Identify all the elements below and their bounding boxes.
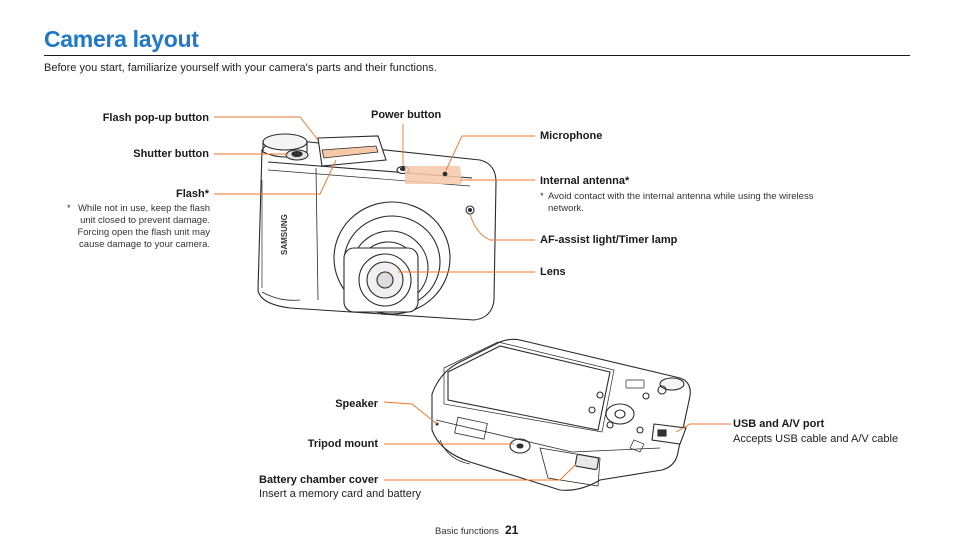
intro-text: Before you start, familiarize yourself w… (44, 62, 437, 74)
label-speaker: Speaker (335, 398, 378, 410)
label-microphone: Microphone (540, 130, 603, 142)
label-battery-chamber-cover: Battery chamber cover (259, 474, 379, 486)
callout-speaker (383, 401, 438, 425)
footer-page-number: 21 (505, 523, 519, 537)
label-af-assist-light: AF-assist light/Timer lamp (540, 234, 678, 246)
callout-battery-cover (384, 463, 577, 481)
antenna-note-marker: * (540, 191, 544, 202)
footer-section-name: Basic functions (435, 526, 499, 537)
flash-note-marker: * (67, 203, 71, 214)
label-flash: Flash* (175, 188, 209, 200)
label-power-button: Power button (371, 109, 442, 121)
callout-af-assist (469, 213, 535, 241)
label-flash-popup-button: Flash pop-up button (102, 112, 209, 124)
title-divider (44, 55, 910, 56)
callout-usb (675, 423, 731, 433)
antenna-note: Avoid contact with the internal antenna … (548, 191, 814, 214)
label-usb-av-port: USB and A/V port (733, 418, 825, 430)
label-shutter-button: Shutter button (133, 148, 209, 160)
label-tripod-mount: Tripod mount (307, 438, 378, 450)
battery-chamber-cover-desc: Insert a memory card and battery (259, 488, 422, 500)
label-internal-antenna: Internal antenna* (540, 175, 630, 187)
brand-logo-text: SAMSUNG (280, 214, 289, 255)
callout-flash-popup (214, 116, 319, 141)
usb-av-port-desc: Accepts USB cable and A/V cable (733, 433, 899, 445)
label-lens: Lens (540, 266, 566, 278)
callout-flash (214, 159, 337, 195)
flash-note: While not in use, keep the flash unit cl… (77, 203, 210, 250)
page-title: Camera layout (44, 26, 199, 52)
callout-microphone (445, 135, 535, 171)
